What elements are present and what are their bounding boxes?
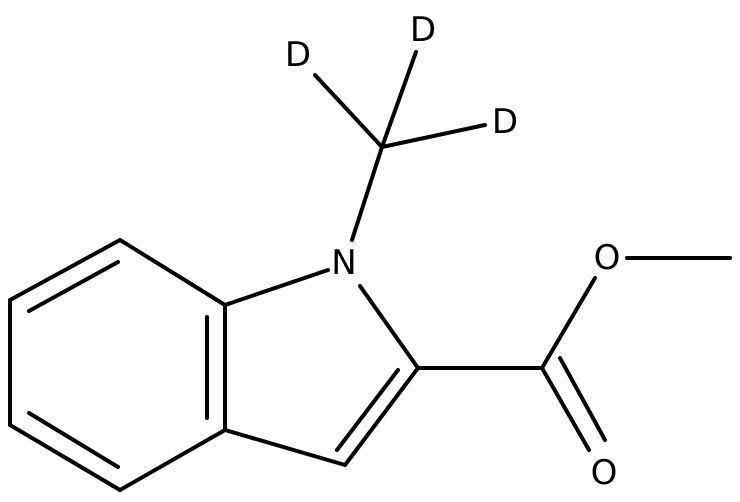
bond-c-d3 bbox=[380, 123, 487, 149]
bond-inner-c7-c6 bbox=[27, 260, 120, 313]
bond-ccarbonyl-ocarbonyl-b bbox=[558, 356, 607, 442]
bond-c2-c3-inner bbox=[335, 368, 400, 452]
bond-ccarbonyl-ocarbonyl-a bbox=[540, 366, 591, 452]
bond-c7a-c7 bbox=[118, 238, 227, 307]
bond-c2-c3 bbox=[343, 366, 420, 467]
bond-c-d1 bbox=[313, 73, 384, 149]
bond-c7-c6 bbox=[8, 238, 122, 302]
bond-c-d2 bbox=[380, 50, 418, 149]
bond-n1-cd3 bbox=[350, 145, 384, 242]
nitrogen-label: N bbox=[331, 243, 356, 283]
carbonyl-oxygen-label: O bbox=[591, 453, 618, 493]
bond-inner-c5-c4 bbox=[27, 411, 120, 469]
bond-c3-c3a bbox=[223, 428, 347, 467]
deuterium-label-1: D bbox=[285, 35, 311, 75]
bond-n1-c2 bbox=[358, 284, 420, 370]
deuterium-label-3: D bbox=[492, 102, 518, 142]
deuterium-label-2: D bbox=[410, 10, 436, 50]
ester-oxygen-label: O bbox=[594, 238, 621, 278]
bond-c5-c4 bbox=[8, 423, 122, 492]
bond-c4-c3a bbox=[118, 428, 227, 492]
bond-c7a-n1 bbox=[223, 268, 330, 307]
bond-ccarbonyl-oester bbox=[540, 276, 597, 370]
